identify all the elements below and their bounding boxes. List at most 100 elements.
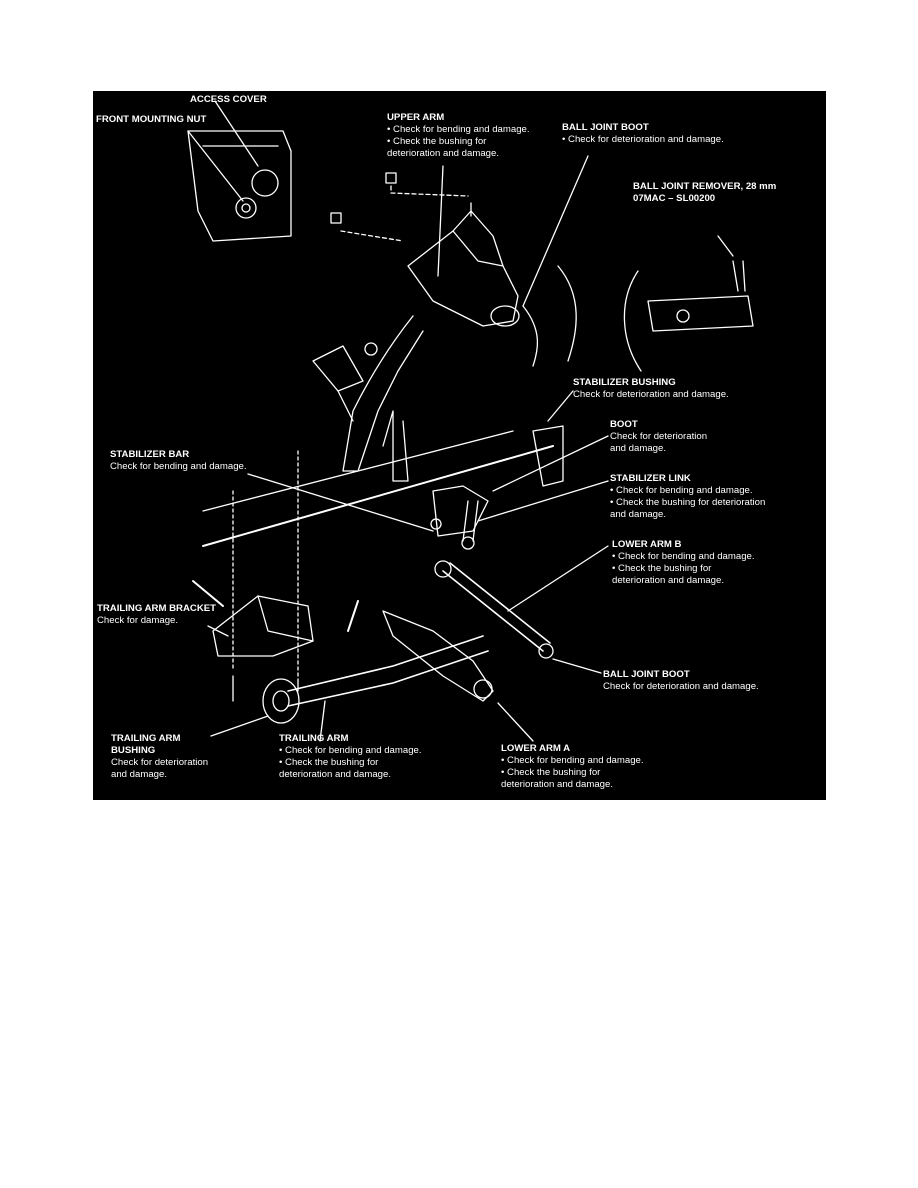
stabilizer-bracket [532,425,564,487]
label-front-mounting-nut: FRONT MOUNTING NUT [96,114,206,126]
label-line: deterioration and damage. [501,779,614,790]
label-line: Check for bending and damage. [110,461,247,472]
label-line: • Check for bending and damage. [387,124,530,135]
stabilizer-bar-shape [202,445,554,547]
label-line: • Check the bushing for [387,136,487,147]
leader-boot [492,435,609,492]
label-boot: BOOT Check for deterioration and damage. [610,419,707,455]
leader-trailing-bracket [207,625,229,637]
label-line: • Check the bushing for [279,757,379,768]
label-title: BALL JOINT REMOVER, 28 mm [633,181,777,192]
mount-bracket [312,345,364,392]
label-ball-joint-boot-bottom: BALL JOINT BOOT Check for deterioration … [603,669,759,693]
upper-arm-rib [452,230,504,267]
leader-trailing-arm [319,700,326,742]
fender-curve [557,265,577,362]
stabilizer-bar-edge [202,430,514,512]
label-line: • Check for bending and damage. [501,755,644,766]
leader-stabilizer-link [477,480,609,522]
label-line: • Check for bending and damage. [612,551,755,562]
upper-dash-2 [340,230,404,242]
label-line: • Check the bushing for [612,563,712,574]
stabilizer-bushing-part [382,410,409,482]
mounting-nut-center [241,203,251,213]
body-panel [187,130,292,242]
leader-stabilizer-bushing [547,390,574,422]
knuckle-edge [522,305,539,367]
label-line: • Check for deterioration and damage. [562,134,724,145]
leader-ball-joint-boot [522,155,589,307]
remover-bolt [732,260,746,292]
label-title: UPPER ARM [387,112,445,123]
label-title: BALL JOINT BOOT [603,669,690,680]
remover-tool [647,295,754,332]
label-title: BALL JOINT BOOT [562,122,649,133]
trailing-arm-bushing-shape [262,678,300,724]
upper-nut [385,172,397,184]
lower-arm-b-shape [442,562,551,652]
label-title: STABILIZER LINK [610,473,691,484]
label-title: STABILIZER BAR [110,449,190,460]
label-line: Check for deterioration and damage. [573,389,729,400]
label-line: Check for deterioration [610,431,708,442]
label-trailing-arm: TRAILING ARM • Check for bending and dam… [279,733,422,781]
mounting-nut-shape [235,197,257,219]
leader-access-cover [214,100,259,167]
lower-arm-b-bushing [434,560,452,578]
leader-stabilizer-bar [247,473,434,532]
label-title: FRONT MOUNTING NUT [96,114,207,125]
mount-bolt-shaft [337,390,354,422]
label-line: • Check the bushing for deterioration [610,497,766,508]
trailing-bracket-edge [257,595,314,642]
remover-inset-curve [623,270,642,372]
upper-arm-shape [407,210,519,327]
knuckle-strut [342,315,424,472]
lower-arm-a-bolt [347,600,359,632]
label-line: and damage. [111,769,168,780]
suspension-drawing [187,100,754,742]
lower-arm-a-bushing [473,679,493,699]
leader-lower-arm-b [507,545,609,612]
label-line: and damage. [610,443,667,454]
leader-ball-joint-bottom [552,658,602,674]
leader-mounting-nut [187,130,244,202]
lower-arm-b-balljoint [538,643,554,659]
label-stabilizer-bar: STABILIZER BAR Check for bending and dam… [110,449,247,473]
label-title-2: BUSHING [111,745,156,756]
stabilizer-link-bushing [430,518,442,530]
label-upper-arm: UPPER ARM • Check for bending and damage… [387,112,530,160]
label-line: deterioration and damage. [387,148,500,159]
upper-nut-2 [330,212,342,224]
upper-arm-bushing [490,305,520,327]
label-line: and damage. [610,509,667,520]
trailing-bracket-dash [232,450,299,682]
label-ball-joint-boot-top: BALL JOINT BOOT • Check for deterioratio… [562,122,724,146]
label-stabilizer-bushing: STABILIZER BUSHING Check for deteriorati… [573,377,729,401]
label-title: BOOT [610,419,638,430]
trailing-arm-bushing-core [272,690,290,712]
label-title: TRAILING ARM [111,733,181,744]
mount-bolt [364,342,378,356]
label-line: 07MAC – SL00200 [633,193,716,204]
label-line: Check for deterioration [111,757,209,768]
stabilizer-link-end [461,536,475,550]
label-line: • Check the bushing for [501,767,601,778]
label-trailing-arm-bushing: TRAILING ARM BUSHING Check for deteriora… [111,733,208,781]
leader-trailing-bushing [210,715,269,737]
trailing-bracket-bolt [192,580,224,607]
leader-remover [717,235,734,257]
label-title: STABILIZER BUSHING [573,377,676,388]
label-stabilizer-link: STABILIZER LINK • Check for bending and … [610,473,765,521]
label-line: Check for deterioration and damage. [603,681,759,692]
remover-joint [676,309,690,323]
label-access-cover: ACCESS COVER [190,94,267,106]
label-lower-arm-b: LOWER ARM B • Check for bending and dama… [612,539,755,587]
label-line: deterioration and damage. [279,769,392,780]
label-trailing-arm-bracket: TRAILING ARM BRACKET Check for damage. [97,603,216,627]
upper-dash [390,185,469,197]
label-ball-joint-remover: BALL JOINT REMOVER, 28 mm 07MAC – SL0020… [633,181,776,205]
label-title: LOWER ARM A [501,743,571,754]
leader-upper-arm [437,165,444,277]
label-line: deterioration and damage. [612,575,725,586]
label-lower-arm-a: LOWER ARM A • Check for bending and dama… [501,743,644,791]
